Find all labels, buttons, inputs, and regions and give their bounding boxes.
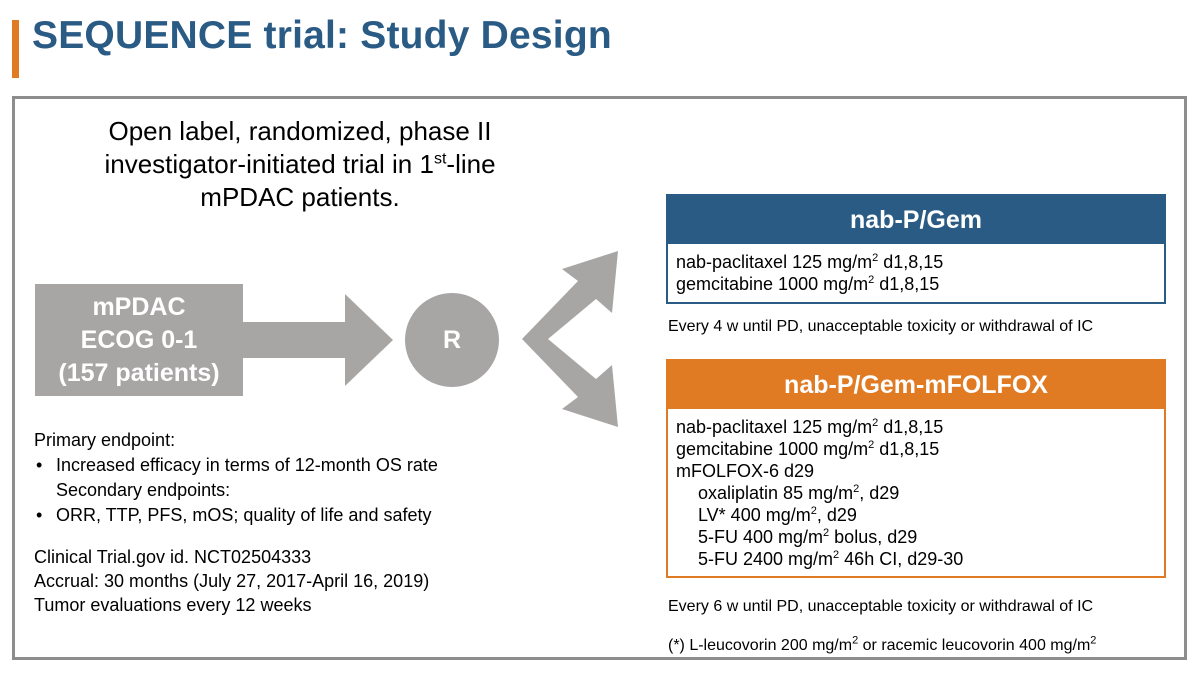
title-accent-bar: [12, 20, 19, 78]
unit-superscript: 2: [823, 527, 830, 539]
bullet-icon: •: [36, 505, 43, 525]
arm-1-schedule: Every 4 w until PD, unacceptable toxicit…: [668, 318, 1094, 335]
primary-endpoint-text: Increased efficacy in terms of 12-month …: [56, 455, 438, 475]
trial-registry-id: Clinical Trial.gov id. NCT02504333: [34, 547, 312, 567]
population-box: mPDAC ECOG 0-1 (157 patients): [35, 284, 243, 396]
trial-description-line-2: investigator-initiated trial in 1st-line: [60, 148, 540, 181]
drug-dose: nab-paclitaxel 125 mg/m: [676, 417, 873, 437]
drug-dose: gemcitabine 1000 mg/m: [676, 274, 869, 294]
unit-superscript: 2: [872, 252, 879, 264]
arm-2-regimen-mfolfox: mFOLFOX-6 d29: [676, 461, 815, 481]
drug-dose: 5-FU 400 mg/m: [698, 527, 824, 547]
drug-dose: nab-paclitaxel 125 mg/m: [676, 252, 873, 272]
arm-1-drug-gemcitabine: gemcitabine 1000 mg/m2 d1,8,15: [676, 273, 1156, 295]
arm-1-box: nab-P/Gem nab-paclitaxel 125 mg/m2 d1,8,…: [666, 194, 1166, 304]
secondary-endpoint-heading: Secondary endpoints:: [56, 480, 231, 500]
endpoint-list: • Increased efficacy in terms of 12-month…: [34, 453, 438, 478]
drug-days: d1,8,15: [878, 417, 944, 437]
drug-days: d1,8,15: [874, 439, 940, 459]
drug-dose: 5-FU 2400 mg/m: [698, 549, 834, 569]
leucovorin-footnote: (*) L-leucovorin 200 mg/m2 or racemic le…: [668, 634, 1097, 655]
trial-evaluations: Tumor evaluations every 12 weeks: [34, 595, 312, 615]
arm-2-drug-leucovorin: LV* 400 mg/m2, d29: [676, 504, 1156, 526]
population-to-randomization-arrow: [243, 294, 393, 386]
arm-2-name: nab-P/Gem-mFOLFOX: [668, 361, 1164, 409]
arm-2-drug-5fu-infusion: 5-FU 2400 mg/m2 46h CI, d29-30: [676, 548, 1156, 570]
randomization-split-arrow: [522, 251, 618, 427]
endpoints-section: Primary endpoint: • Increased efficacy in…: [34, 428, 438, 528]
trial-description-line-3: mPDAC patients.: [200, 182, 400, 212]
randomization-label: R: [442, 325, 462, 354]
secondary-endpoint-item: • ORR, TTP, PFS, mOS; quality of life and…: [34, 503, 438, 528]
unit-superscript: 2: [872, 417, 879, 429]
drug-days: , d29: [816, 505, 857, 525]
content-frame: [12, 96, 1187, 660]
ordinal-superscript: st: [433, 150, 447, 168]
arm-2-schedule: Every 6 w until PD, unacceptable toxicit…: [668, 598, 1094, 615]
drug-days: 46h CI, d29-30: [839, 549, 964, 569]
arm-2-drug-5fu-bolus: 5-FU 400 mg/m2 bolus, d29: [676, 526, 1156, 548]
secondary-endpoint-text: ORR, TTP, PFS, mOS; quality of life and …: [56, 505, 432, 525]
trial-accrual: Accrual: 30 months (July 27, 2017-April …: [34, 571, 430, 591]
trial-description: Open label, randomized, phase II investi…: [60, 115, 540, 214]
population-performance-status: ECOG 0-1: [80, 325, 198, 354]
unit-superscript: 2: [1090, 634, 1097, 647]
drug-days: , d29: [859, 483, 900, 503]
unit-superscript: 2: [810, 505, 817, 517]
drug-dose: oxaliplatin 85 mg/m: [698, 483, 854, 503]
arm-1-drug-nab-paclitaxel: nab-paclitaxel 125 mg/m2 d1,8,15: [676, 251, 1156, 273]
population-label: mPDAC: [92, 292, 186, 321]
arm-2-box: nab-P/Gem-mFOLFOX nab-paclitaxel 125 mg/…: [666, 359, 1166, 578]
unit-superscript: 2: [852, 634, 859, 647]
arm-2-drug-nab-paclitaxel: nab-paclitaxel 125 mg/m2 d1,8,15: [676, 416, 1156, 438]
unit-superscript: 2: [868, 439, 875, 451]
secondary-endpoint-list: • ORR, TTP, PFS, mOS; quality of life and…: [34, 503, 438, 528]
primary-endpoint-item: • Increased efficacy in terms of 12-month…: [34, 453, 438, 478]
footnote-text: (*) L-leucovorin 200 mg/m: [668, 637, 853, 654]
drug-days: d1,8,15: [874, 274, 940, 294]
unit-superscript: 2: [868, 274, 875, 286]
arm-2-drug-gemcitabine: gemcitabine 1000 mg/m2 d1,8,15: [676, 438, 1156, 460]
drug-dose: LV* 400 mg/m: [698, 505, 811, 525]
slide-title: SEQUENCE trial: Study Design: [32, 14, 612, 57]
drug-days: bolus, d29: [829, 527, 918, 547]
primary-endpoint-heading: Primary endpoint:: [34, 430, 176, 450]
arm-2-drug-oxaliplatin: oxaliplatin 85 mg/m2, d29: [676, 482, 1156, 504]
arm-1-regimen: nab-paclitaxel 125 mg/m2 d1,8,15 gemcita…: [668, 244, 1164, 302]
trial-info: Clinical Trial.gov id. NCT02504333 Accru…: [34, 545, 429, 617]
trial-description-line-1: Open label, randomized, phase II: [108, 116, 492, 146]
arm-2-regimen: nab-paclitaxel 125 mg/m2 d1,8,15 gemcita…: [668, 409, 1164, 576]
bullet-icon: •: [36, 455, 43, 475]
randomization-circle: [405, 293, 499, 387]
arm-1-name: nab-P/Gem: [668, 196, 1164, 244]
unit-superscript: 2: [833, 549, 840, 561]
drug-dose: gemcitabine 1000 mg/m: [676, 439, 869, 459]
drug-days: d1,8,15: [878, 252, 944, 272]
trial-description-line-2-text: investigator-initiated trial in 1: [104, 149, 434, 179]
footnote-text-continued: or racemic leucovorin 400 mg/m: [858, 637, 1091, 654]
population-count: (157 patients): [58, 358, 220, 387]
trial-description-line-2-suffix: -line: [446, 149, 496, 179]
unit-superscript: 2: [853, 483, 860, 495]
